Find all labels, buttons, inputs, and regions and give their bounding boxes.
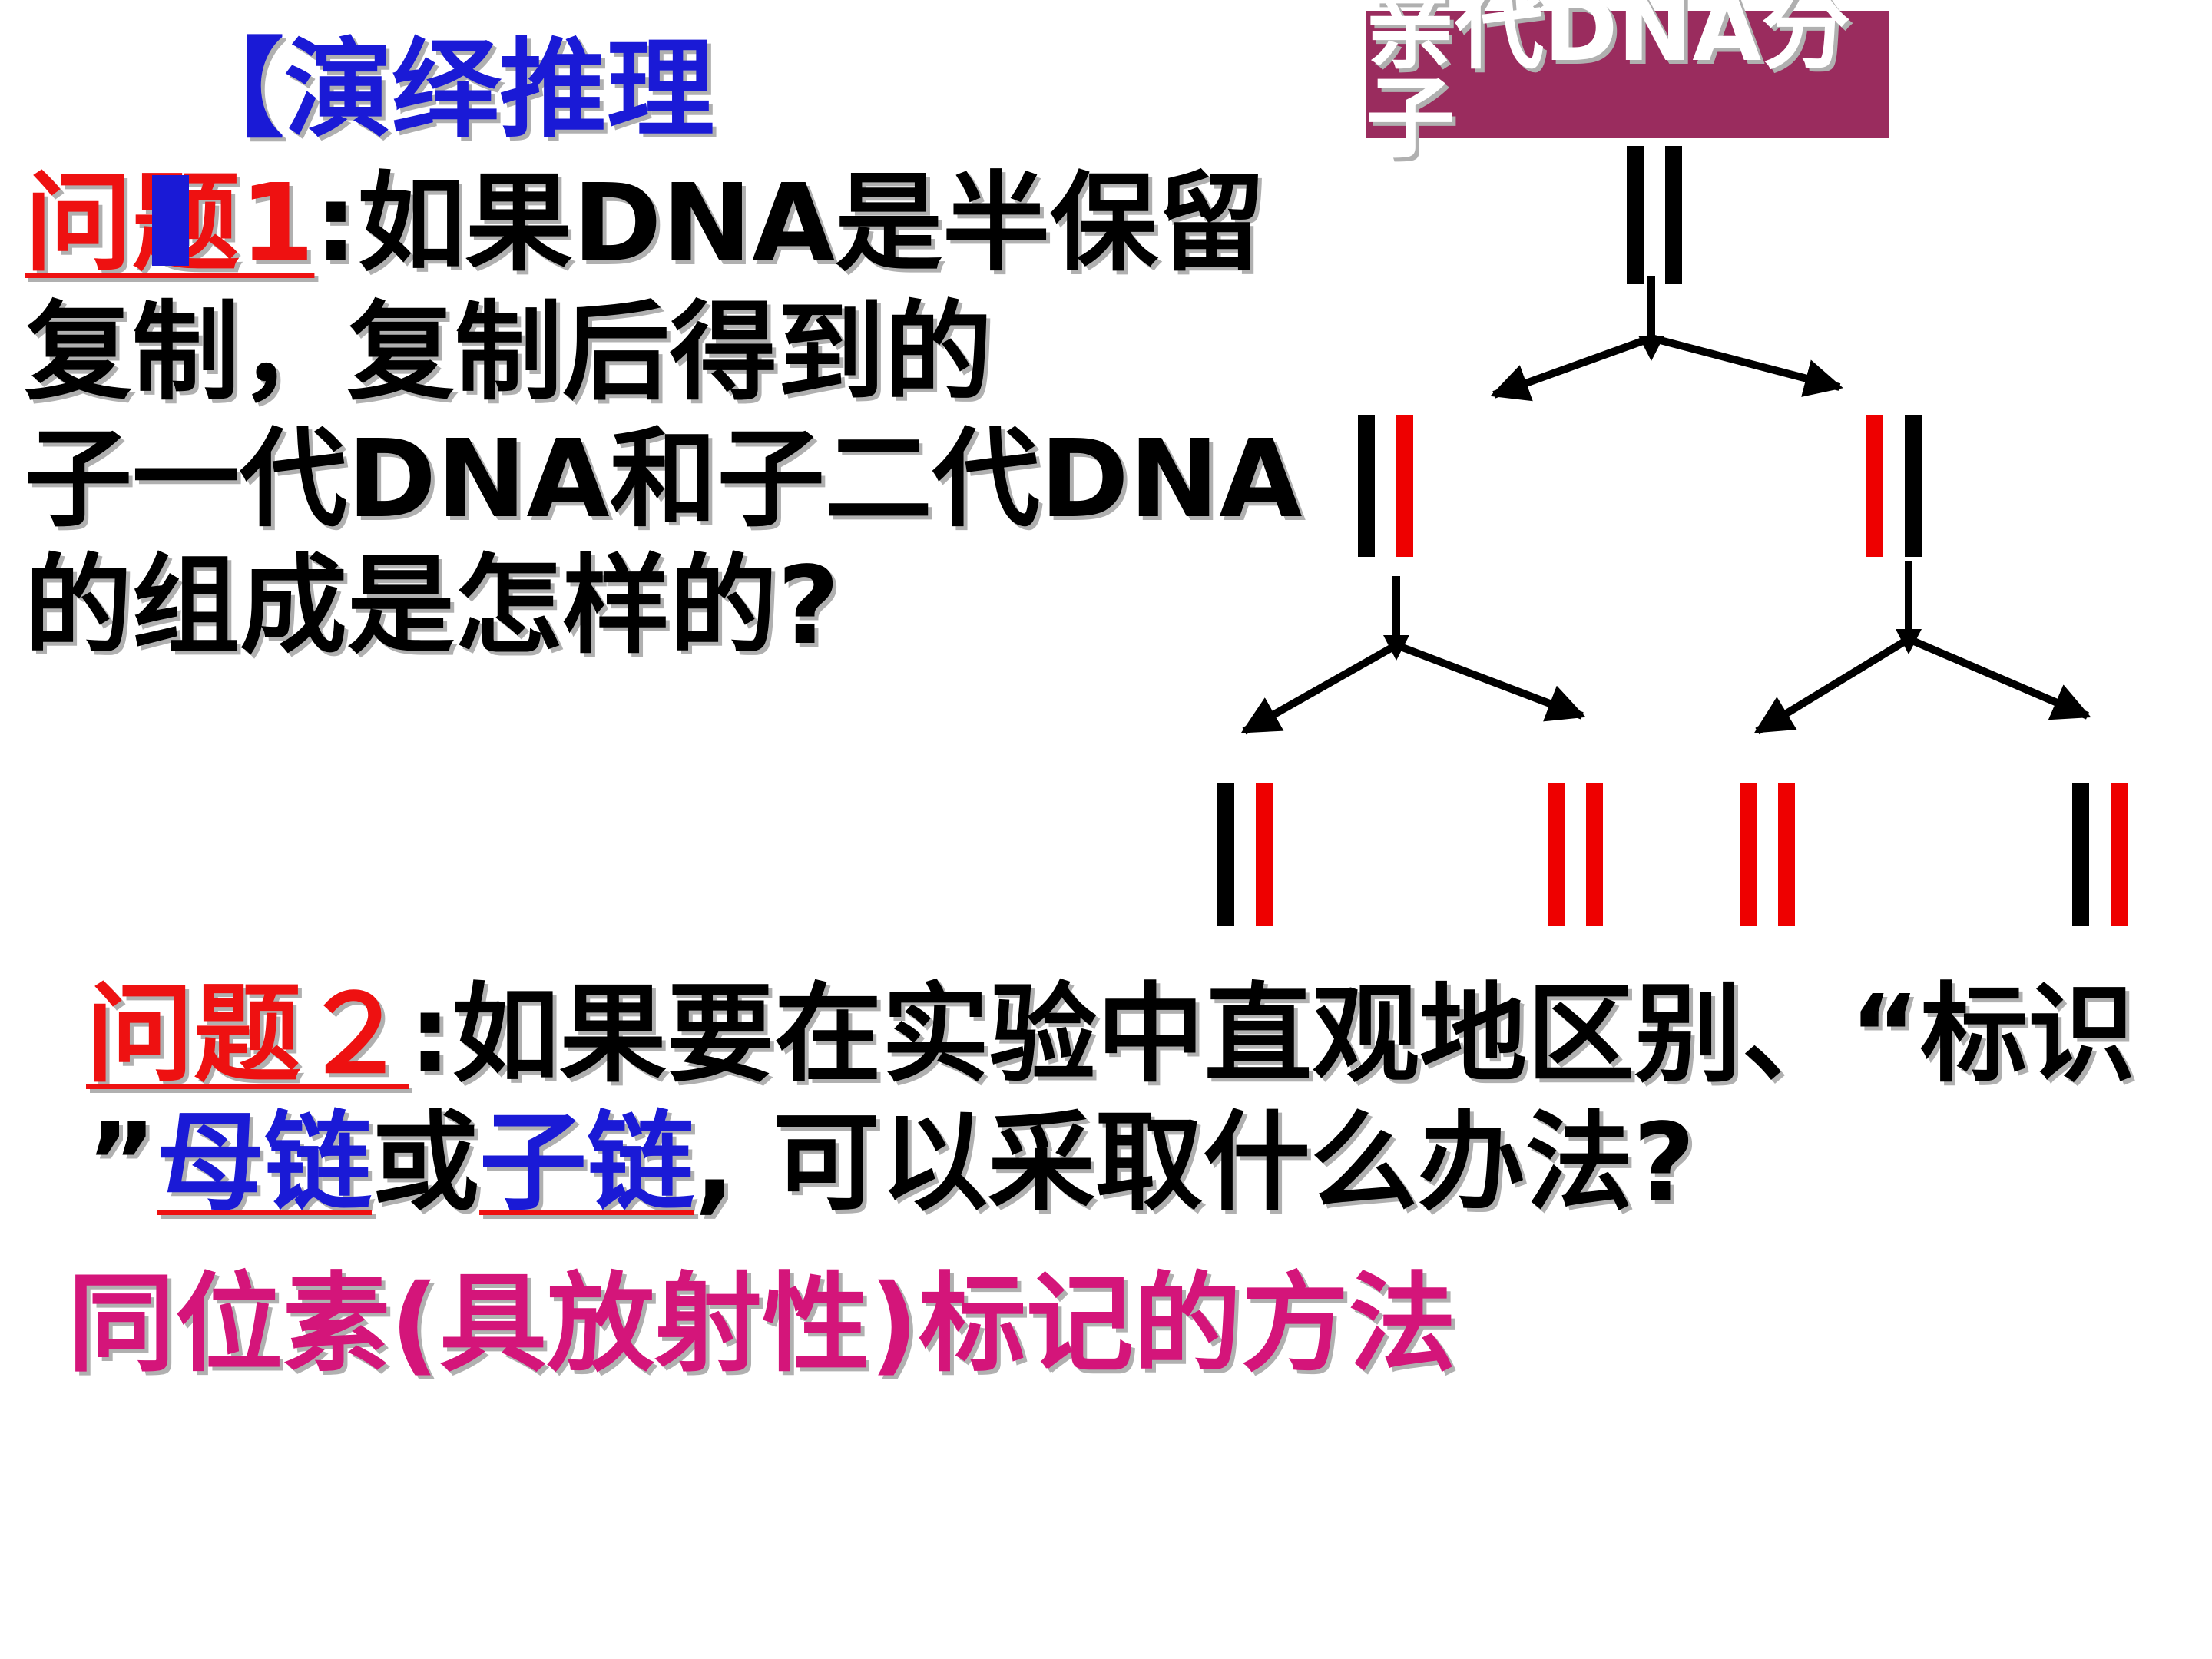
generation-2-molecule-2-strand-1-new: [1548, 783, 1565, 926]
question2-label: 问题２: [86, 972, 409, 1098]
question1-text-line1: 如果DNA是半保留: [357, 161, 1266, 286]
generation-2-molecule-4-strand-2-new: [2111, 783, 2128, 926]
arrow-gen1-left-right: [1395, 641, 1586, 722]
dna-strands: [1217, 146, 2128, 926]
mother-chain-term: 母链: [157, 1101, 373, 1226]
question2-text-line1: 如果要在实验中直观地区别、“标识: [452, 972, 2136, 1098]
question1-colon: :: [314, 161, 358, 286]
parent-molecule-1-strand-1-old: [1627, 146, 1644, 284]
question1-text-line2: 复制，复制后得到的: [25, 290, 993, 416]
arrow-gen1-right-left: [1753, 635, 1911, 735]
question2-line1: 问题２:如果要在实验中直观地区别、“标识: [86, 982, 2135, 1089]
generation-1-molecule-2-strand-1-new: [1866, 415, 1883, 557]
generation-2-molecule-3-strand-1-new: [1740, 783, 1757, 926]
generation-2-molecule-4-strand-1-old: [2072, 783, 2089, 926]
generation-2-molecule-1-strand-1-old: [1217, 783, 1234, 926]
generation-1-molecule-2-strand-2-old: [1905, 415, 1922, 557]
title-bracket-mark: [152, 175, 189, 266]
arrow-gen1-right-right: [1907, 635, 2091, 720]
arrow-gen1-left-left: [1240, 641, 1399, 735]
question2-colon: :: [409, 972, 452, 1098]
replication-arrows: [1240, 276, 2091, 735]
daughter-chain-term: 子链: [479, 1101, 695, 1226]
parent-dna-label: 亲代DNA分子: [1366, 0, 1889, 164]
answer-text: 同位素(具放射性)标记的方法: [68, 1262, 1456, 1387]
or-text: 或: [372, 1101, 480, 1226]
question2-line2: ”母链或子链, 可以采取什么办法?: [86, 1110, 1695, 1217]
generation-2-molecule-2-strand-2-new: [1586, 783, 1603, 926]
question2-text-rest: , 可以采取什么办法?: [694, 1101, 1696, 1226]
generation-1-molecule-1-strand-1-old: [1358, 415, 1375, 557]
generation-2-molecule-3-strand-2-new: [1778, 783, 1795, 926]
generation-2-molecule-1-strand-2-new: [1256, 783, 1273, 926]
generation-1-molecule-1-strand-2-new: [1396, 415, 1413, 557]
arrow-parent-right: [1650, 334, 1843, 397]
arrow-parent-left: [1490, 334, 1653, 402]
slide-title: 【演绎推理: [177, 28, 715, 153]
question1-text-line4: 的组成是怎样的?: [25, 544, 840, 669]
parent-molecule-1-strand-2-old: [1665, 146, 1682, 284]
question1-text-line3: 子一代DNA和子二代DNA: [25, 417, 1303, 542]
question2-quote-close: ”: [86, 1101, 157, 1226]
